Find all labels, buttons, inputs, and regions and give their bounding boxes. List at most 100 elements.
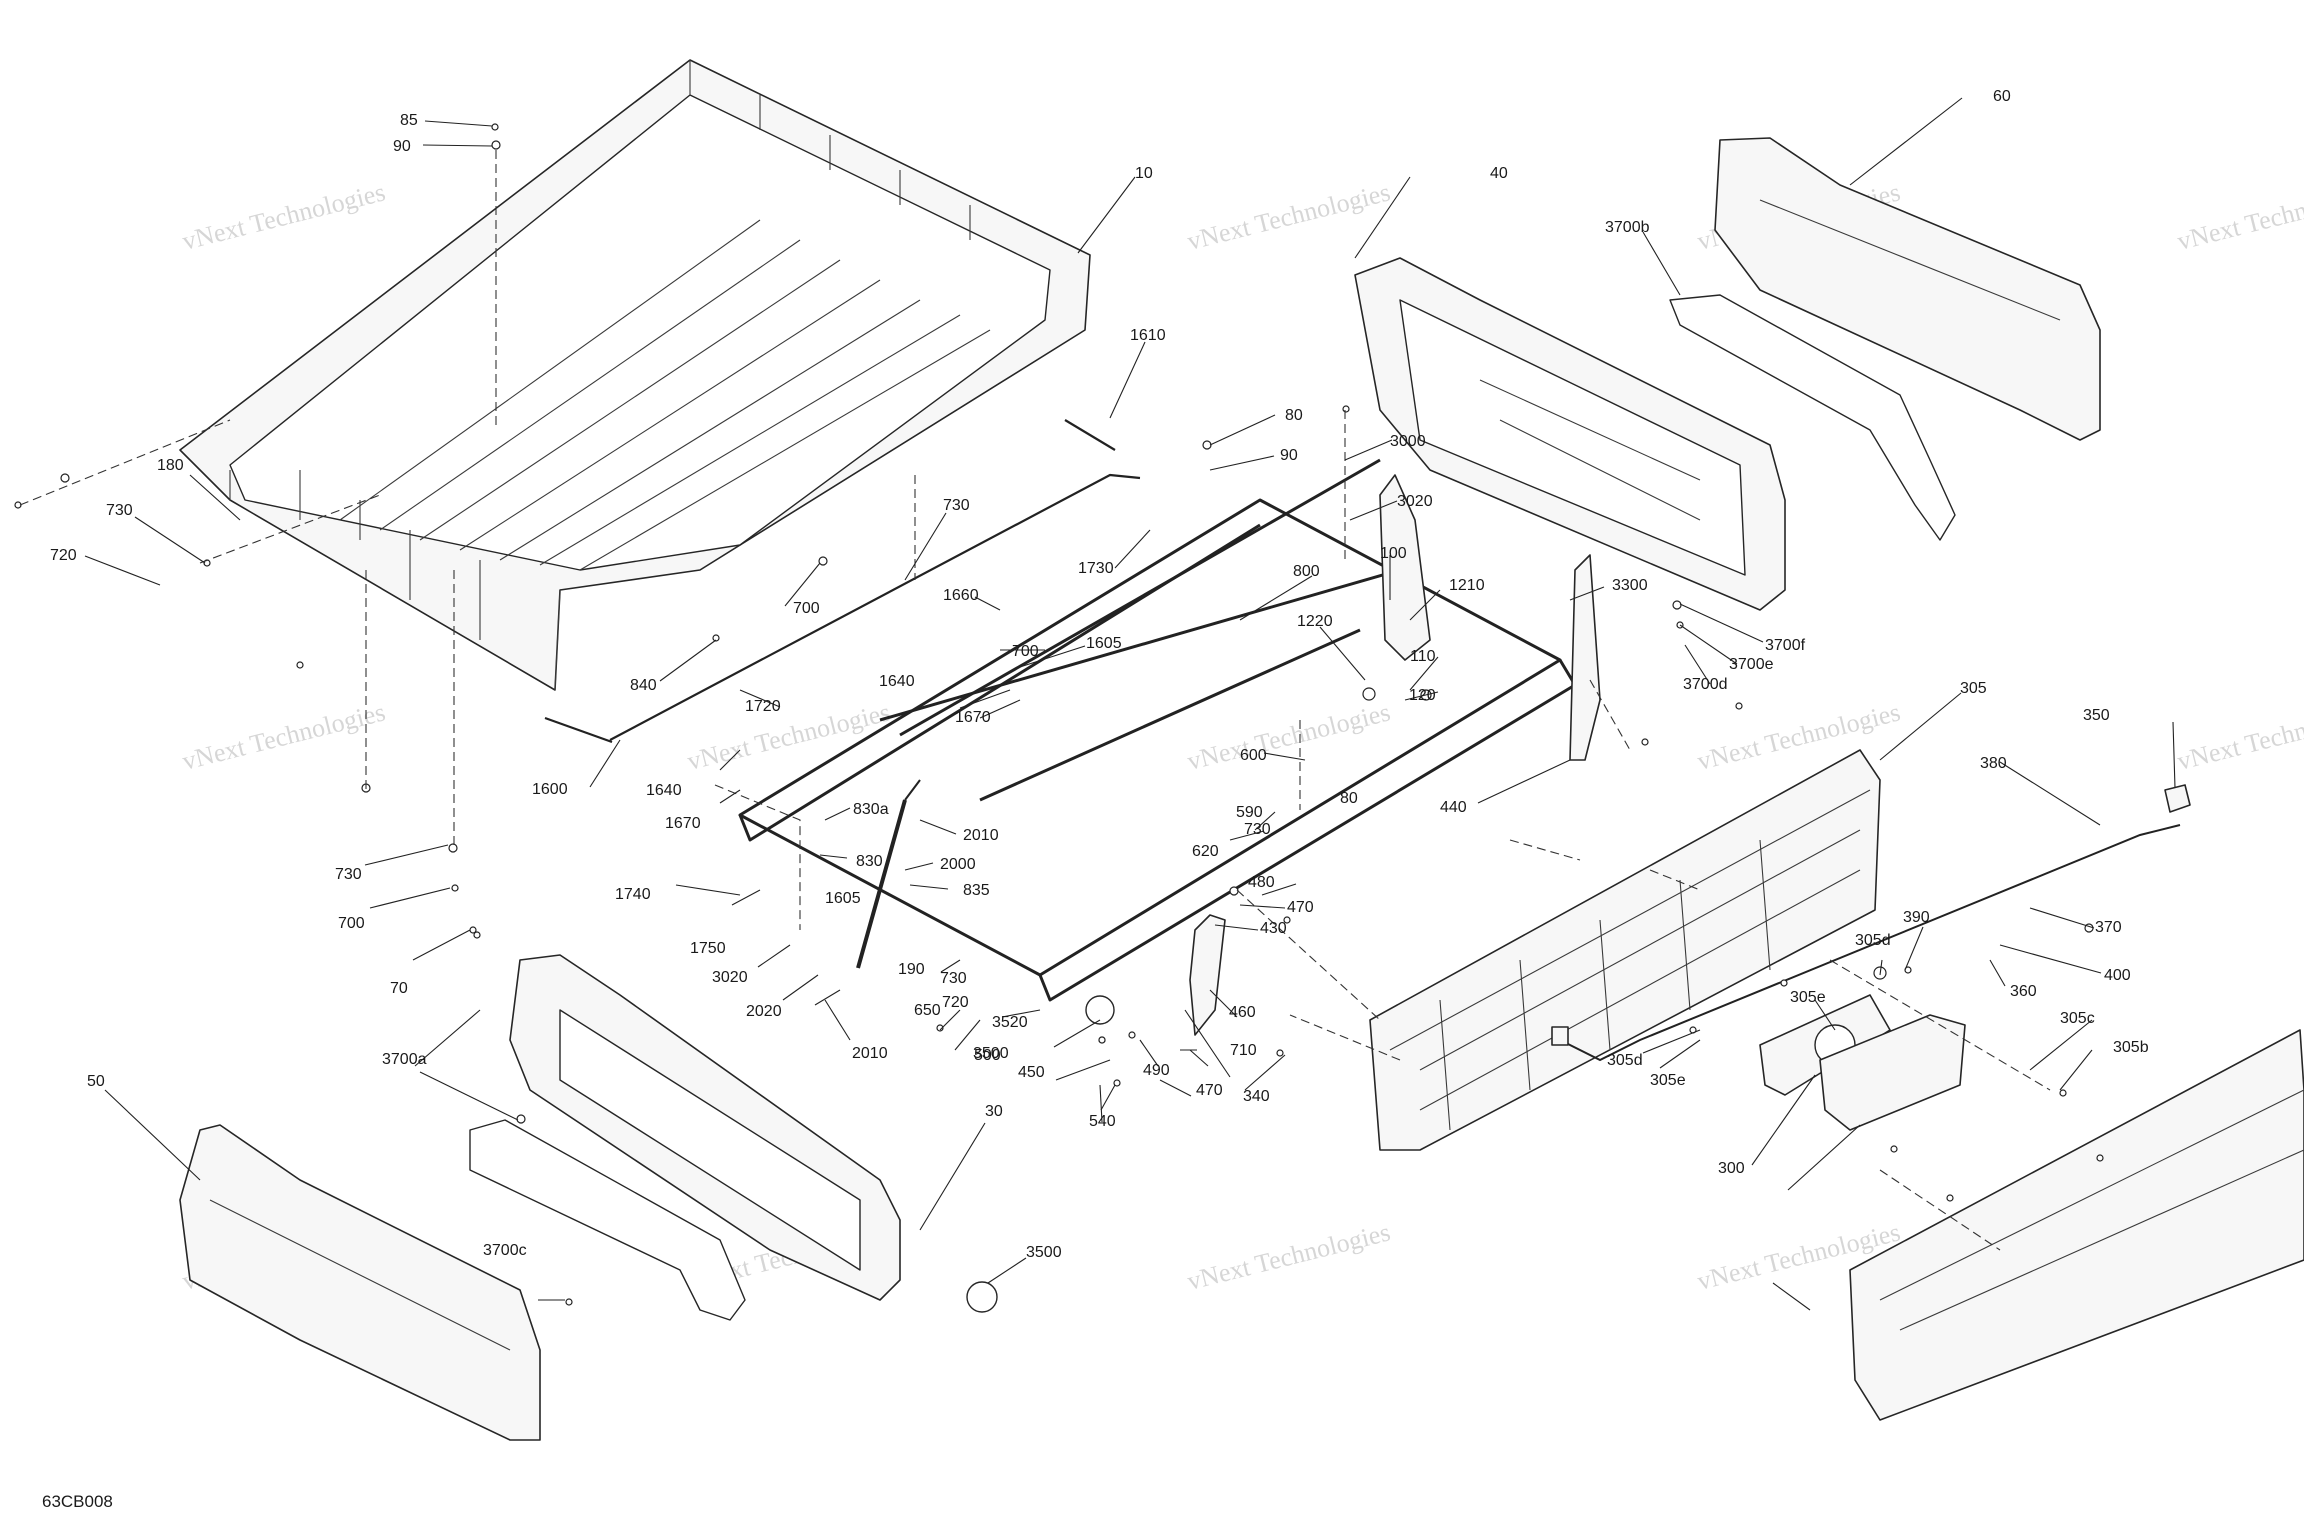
callout: 440	[1440, 799, 1467, 816]
callout: 380	[1980, 755, 2007, 772]
callout: 3700e	[1729, 656, 1774, 673]
callout: 830	[856, 853, 883, 870]
callout: 50	[87, 1073, 105, 1090]
callout: 800	[1293, 563, 1320, 580]
callout: 2010	[852, 1045, 888, 1062]
callout: 1600	[532, 781, 568, 798]
callout: 85	[400, 112, 418, 129]
callout: 3300	[1612, 577, 1648, 594]
trim-3700a	[469, 1119, 746, 1321]
callout: 1750	[690, 940, 726, 957]
callout: 100	[1380, 545, 1407, 562]
callout: 1605	[825, 890, 861, 907]
callout: 1605	[1086, 635, 1122, 652]
callout: 350	[2083, 707, 2110, 724]
callout: 3500	[1026, 1244, 1062, 1261]
gas-strut-2000	[856, 779, 921, 969]
callout: 450	[1018, 1064, 1045, 1081]
callout: 3520	[992, 1014, 1028, 1031]
callout: 480	[1248, 874, 1275, 891]
callout: 1720	[745, 698, 781, 715]
callout: 470	[1196, 1082, 1223, 1099]
trim-3700b	[1669, 294, 1956, 541]
tailgate-inner-305	[1369, 749, 1881, 1151]
callout: 305b	[2113, 1039, 2149, 1056]
callout: 1740	[615, 886, 651, 903]
watermark: vNext Technologies	[179, 697, 388, 775]
tailgate-outer-300	[1849, 1029, 2304, 1421]
callout: 590	[1236, 804, 1263, 821]
frame-800	[738, 458, 1577, 1002]
tailgate-latch-assembly	[1759, 994, 1966, 1131]
support-rod	[544, 419, 1141, 744]
callout: 710	[1230, 1042, 1257, 1059]
callout: 1660	[943, 587, 979, 604]
callout: 720	[50, 547, 77, 564]
callout: 835	[963, 882, 990, 899]
callout: 80	[1285, 407, 1303, 424]
callout: 730	[106, 502, 133, 519]
callout: 305e	[1790, 989, 1826, 1006]
callout: 720	[942, 994, 969, 1011]
callout: 500	[974, 1047, 1001, 1064]
callout: 3020	[712, 969, 748, 986]
callout: 180	[157, 457, 184, 474]
callout: 2000	[940, 856, 976, 873]
callout: 1640	[879, 673, 915, 690]
callout: 305d	[1855, 932, 1891, 949]
callout: 1610	[1130, 327, 1166, 344]
callout: 3700d	[1683, 676, 1728, 693]
callout: 620	[1192, 843, 1219, 860]
callout: 390	[1903, 909, 1930, 926]
diagram-code: 63CB008	[42, 1492, 113, 1511]
callout: 1220	[1297, 613, 1333, 630]
callout: 730	[335, 866, 362, 883]
callout: 3500	[973, 1045, 1009, 1062]
callout: 110	[1410, 648, 1436, 665]
callout: 340	[1243, 1088, 1270, 1105]
callout: 470	[1287, 899, 1314, 916]
callout: 460	[1229, 1004, 1256, 1021]
callout: 700	[793, 600, 820, 617]
cargo-box-tub	[179, 59, 1091, 691]
callout: 10	[1135, 165, 1153, 182]
callout: 80	[1340, 790, 1358, 807]
side-panel-far-lower-50	[179, 1124, 541, 1441]
hinge-brackets	[1189, 474, 1601, 1036]
callout: 370	[2095, 919, 2122, 936]
callout: 730	[943, 497, 970, 514]
callout: 305d	[1607, 1052, 1643, 1069]
callout: 90	[1280, 447, 1298, 464]
callout: 300	[1718, 1160, 1745, 1177]
callout: 305c	[2060, 1010, 2095, 1027]
watermark: vNext Technologies	[1184, 1217, 1393, 1295]
callout: 840	[630, 677, 657, 694]
watermark: vNext Technologies	[1184, 177, 1393, 255]
callout: 700	[1012, 643, 1039, 660]
callout: 1640	[646, 782, 682, 799]
side-panel-upper-40	[1354, 257, 1786, 611]
callout: 60	[1993, 88, 2011, 105]
callout: 3020	[1397, 493, 1433, 510]
callout: 2020	[746, 1003, 782, 1020]
side-panel-lower-30	[509, 954, 901, 1301]
callout: 400	[2104, 967, 2131, 984]
callout: 70	[390, 980, 408, 997]
callout: 650	[914, 1002, 941, 1019]
watermark: vNext Technologies	[684, 697, 893, 775]
callout: 730	[1244, 821, 1271, 838]
watermark: vNext Technologies	[1694, 697, 1903, 775]
callout: 30	[985, 1103, 1003, 1120]
callout: 120	[1409, 687, 1436, 704]
callout: 3700a	[382, 1051, 427, 1068]
callout: 1670	[955, 709, 991, 726]
callout-labels: 85 90 10 180 730 720 700 840 1610 80 90 …	[50, 88, 2149, 1261]
callout: 830a	[853, 801, 889, 818]
callout: 190	[898, 961, 925, 978]
watermark: vNext Technologies	[179, 177, 388, 255]
watermark: vNext Technologies	[1184, 697, 1393, 775]
callout: 540	[1089, 1113, 1116, 1130]
callout: 490	[1143, 1062, 1170, 1079]
callout: 3700f	[1765, 637, 1806, 654]
alignment-lines	[19, 150, 2051, 1251]
